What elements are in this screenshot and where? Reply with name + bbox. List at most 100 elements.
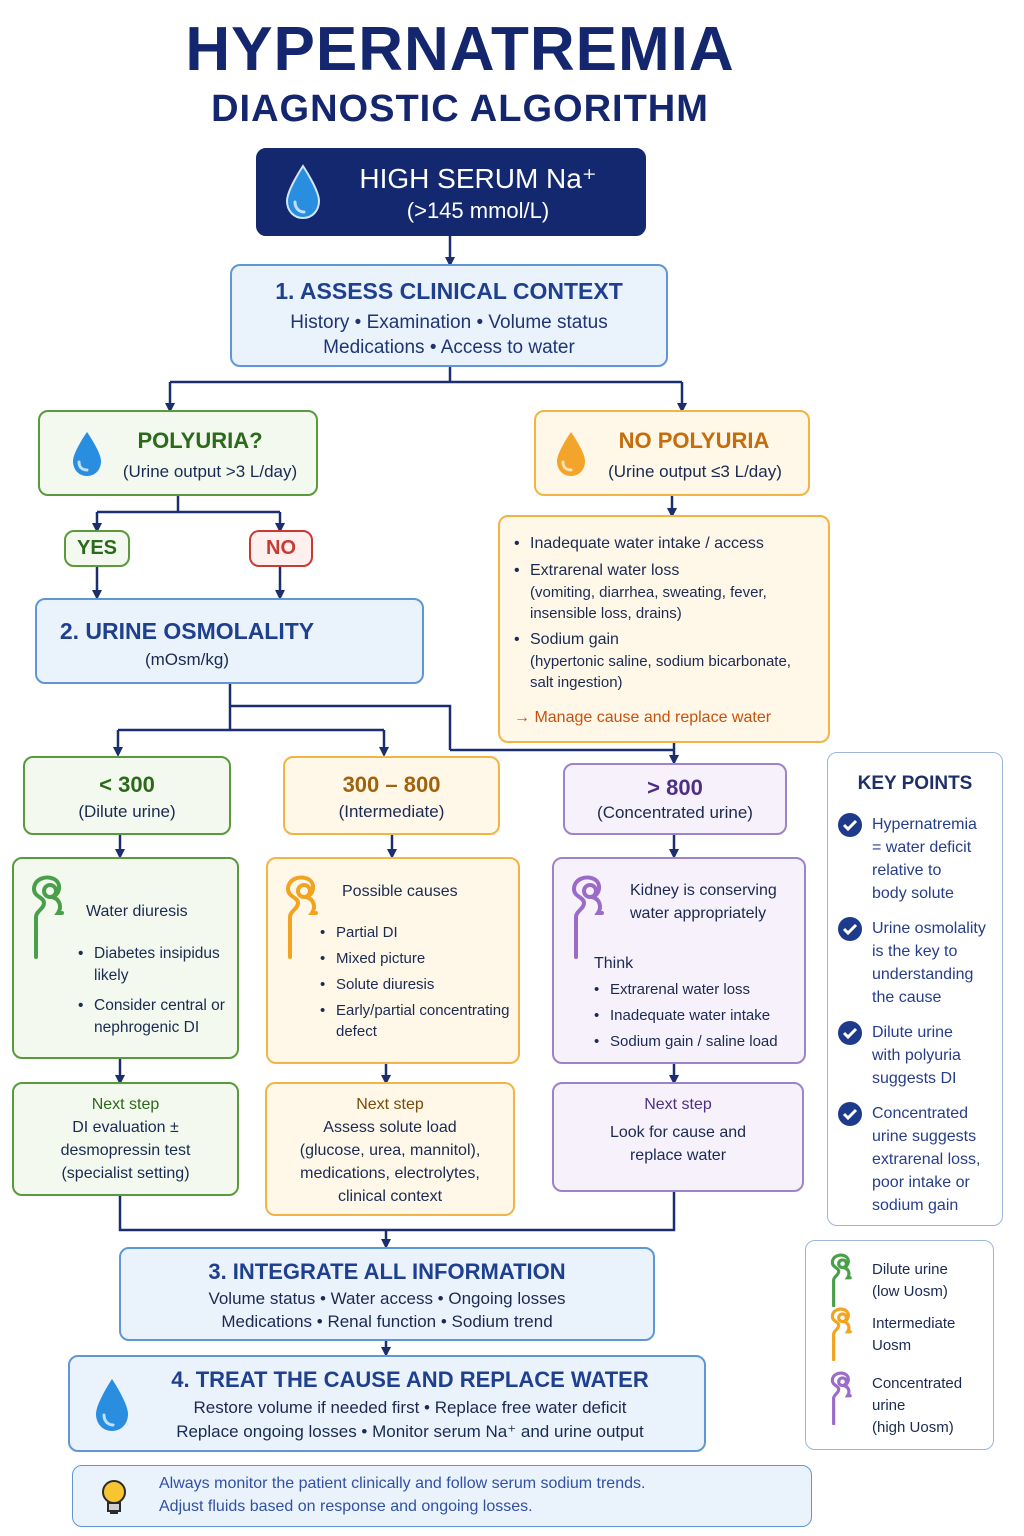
step4-line2: Replace ongoing losses • Monitor serum N… [176, 1422, 644, 1441]
low-osm-next-line: (specialist setting) [61, 1165, 190, 1182]
check-icon [838, 813, 862, 837]
mid-osm-desc: (Intermediate) [338, 802, 445, 821]
no-polyuria-subtitle: (Urine output ≤3 L/day) [608, 462, 782, 481]
arrow-step1-split [170, 366, 682, 384]
high-osm-next-label: Next step [644, 1096, 712, 1113]
step4-title: 4. TREAT THE CAUSE AND REPLACE WATER [171, 1367, 649, 1392]
low-osm-box: < 300 (Dilute urine) [23, 756, 231, 835]
no-polyuria-causes-list: Inadequate water intake / access Extrare… [514, 535, 824, 693]
nephron-icon [31, 875, 64, 959]
key-points-title: KEY POINTS [857, 773, 973, 794]
mid-osm-next-line: Assess solute load [323, 1119, 457, 1136]
no-label: NO [249, 530, 313, 567]
bullet-item: Partial DI [320, 922, 516, 943]
high-osm-next-box: Next step Look for cause and replace wat… [552, 1082, 804, 1192]
step2-unit: (mOsm/kg) [144, 650, 230, 669]
nephron-icon [830, 1253, 852, 1307]
polyuria-box: POLYURIA? (Urine output >3 L/day) [38, 410, 318, 496]
bullet-item: Inadequate water intake [594, 1005, 804, 1026]
bullet-item: Mixed picture [320, 948, 516, 969]
low-osm-next-box: Next step DI evaluation ± desmopressin t… [12, 1082, 239, 1196]
step2-box: 2. URINE OSMOLALITY (mOsm/kg) [35, 598, 424, 684]
high-osm-heading: Kidney is conserving water appropriately [630, 882, 777, 922]
step4-line1: Restore volume if needed first • Replace… [193, 1398, 627, 1417]
cause-item: Inadequate water intake / access [514, 535, 824, 553]
cause-item: Extrarenal water loss (vomiting, diarrhe… [514, 562, 824, 624]
high-serum-sodium-box: HIGH SERUM Na⁺ (>145 mmol/L) [256, 148, 646, 236]
water-drop-icon [73, 432, 101, 476]
nephron-icon [830, 1371, 852, 1425]
mid-osm-next-box: Next step Assess solute load (glucose, u… [265, 1082, 515, 1216]
water-drop-icon [285, 164, 321, 220]
arrow-polyuria-split [97, 496, 280, 514]
yes-label: YES [64, 530, 130, 567]
cause-item: Sodium gain (hypertonic saline, sodium b… [514, 631, 824, 693]
footer-line2: Adjust fluids based on response and ongo… [159, 1498, 533, 1515]
step3-line1: Volume status • Water access • Ongoing l… [208, 1289, 566, 1308]
low-osm-next-line: DI evaluation ± [72, 1119, 179, 1136]
nephron-icon [571, 875, 604, 959]
step3-title: 3. INTEGRATE ALL INFORMATION [208, 1259, 566, 1284]
polyuria-subtitle: (Urine output >3 L/day) [122, 462, 298, 481]
mid-osm-box: 300 – 800 (Intermediate) [283, 756, 500, 835]
step1-line2: Medications • Access to water [323, 337, 575, 358]
step1-box: 1. ASSESS CLINICAL CONTEXT History • Exa… [230, 264, 668, 367]
water-drop-icon [557, 432, 585, 476]
footer-note-box: Always monitor the patient clinically an… [72, 1465, 812, 1527]
step1-line1: History • Examination • Volume status [290, 312, 608, 333]
low-osm-next-line: desmopressin test [60, 1142, 191, 1159]
step4-box: 4. TREAT THE CAUSE AND REPLACE WATER Res… [68, 1355, 706, 1452]
high-osm-think: Think [594, 955, 634, 972]
low-osm-next-label: Next step [91, 1096, 160, 1113]
nephron-icon [830, 1307, 852, 1361]
high-osm-bullets: Extrarenal water loss Inadequate water i… [594, 979, 804, 1052]
high-osm-range: > 800 [647, 775, 703, 800]
bullet-item: Extrarenal water loss [594, 979, 804, 1000]
bullet-item: Solute diuresis [320, 974, 516, 995]
water-drop-icon [96, 1379, 128, 1431]
nephron-icon [285, 875, 318, 959]
mid-osm-range: 300 – 800 [342, 772, 441, 797]
no-polyuria-causes-box: Inadequate water intake / access Extrare… [498, 515, 830, 743]
step1-title: 1. ASSESS CLINICAL CONTEXT [275, 278, 623, 304]
check-icon [838, 1102, 862, 1126]
step3-line2: Medications • Renal function • Sodium tr… [221, 1312, 553, 1331]
page-title: HYPERNATREMIA [185, 15, 735, 84]
check-icon [838, 1021, 862, 1045]
high-osm-next-line: Look for cause and [609, 1124, 747, 1141]
lightbulb-icon [102, 1480, 126, 1514]
low-osm-range: < 300 [99, 772, 155, 797]
step2-title: 2. URINE OSMOLALITY [59, 618, 315, 644]
mid-osm-next-line: (glucose, urea, mannitol), [299, 1142, 481, 1159]
mid-osm-next-label: Next step [356, 1096, 424, 1113]
low-osm-heading: Water diuresis [86, 903, 188, 920]
polyuria-title: POLYURIA? [137, 428, 263, 453]
arrow-next-merge [118, 1192, 676, 1232]
low-osm-desc: (Dilute urine) [78, 802, 176, 821]
bullet-item: Sodium gain / saline load [594, 1031, 804, 1052]
check-icon [838, 917, 862, 941]
mid-osm-next-line: medications, electrolytes, [300, 1165, 480, 1182]
mid-osm-next-line: clinical context [337, 1188, 443, 1205]
high-osm-next-line: replace water [629, 1147, 727, 1164]
no-polyuria-action: → Manage cause and replace water [514, 709, 772, 726]
high-osm-box: > 800 (Concentrated urine) [563, 763, 787, 835]
low-osm-detail-box: Water diuresis Diabetes insipiduslikely … [12, 857, 239, 1059]
mid-osm-bullets: Partial DI Mixed picture Solute diuresis… [320, 922, 516, 1042]
high-osm-desc: (Concentrated urine) [597, 803, 753, 822]
page-subtitle: DIAGNOSTIC ALGORITHM [211, 88, 709, 130]
footer-line1: Always monitor the patient clinically an… [159, 1475, 646, 1492]
start-line1: HIGH SERUM Na⁺ [359, 163, 597, 194]
mid-osm-detail-box: Possible causes Partial DI Mixed picture… [266, 857, 520, 1064]
